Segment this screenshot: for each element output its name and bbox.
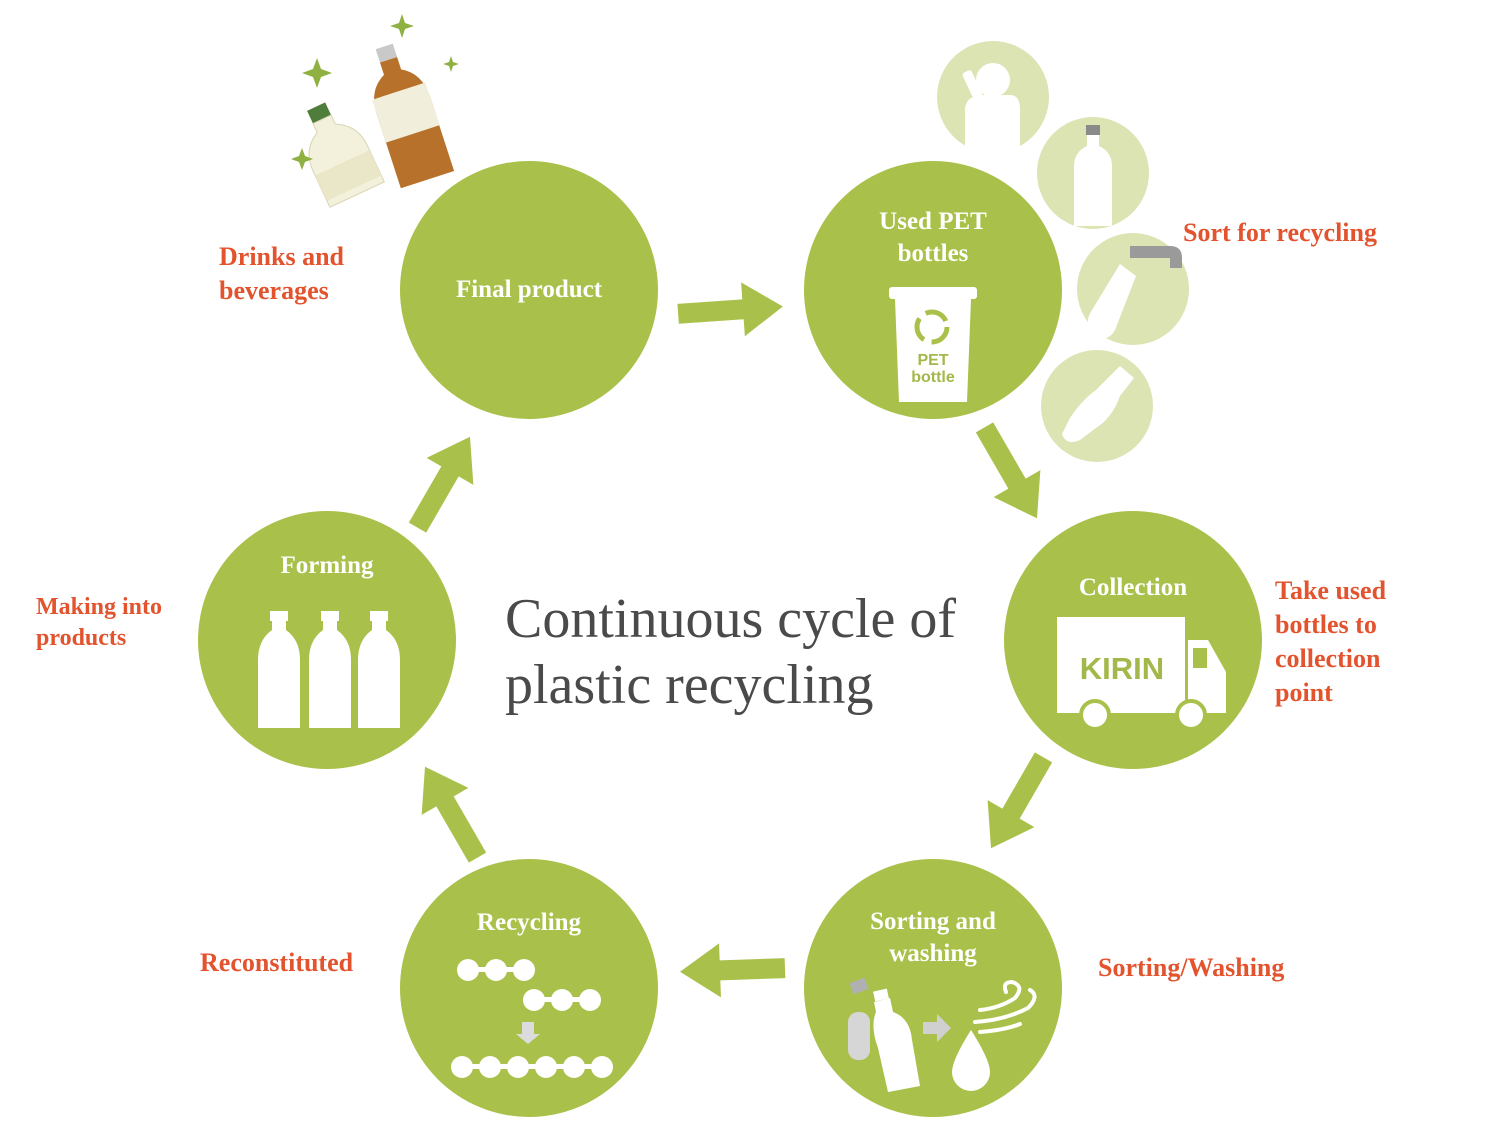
truck-icon: [1057, 617, 1226, 731]
stage-title-collection: Collection: [1078, 574, 1188, 601]
crushed-bottle-icon: [1062, 366, 1134, 442]
side-label-final-product: Drinks and beverages: [219, 242, 344, 305]
stage-title-used-pet: Used PET bottles: [879, 208, 987, 267]
stage-circle-sorting: [804, 859, 1062, 1117]
side-label-recycling: Reconstituted: [200, 948, 354, 977]
molecule-chain-icon: [451, 959, 613, 1078]
side-label-sorting: Sorting/Washing: [1098, 953, 1285, 982]
sparkle-icon: [291, 14, 459, 170]
truck-brand: KIRIN: [1079, 651, 1165, 686]
bottle-icon: [309, 611, 351, 728]
arrow-forming-to-final: [408, 436, 474, 533]
forming-bottles-icon: [258, 611, 400, 728]
cycle-arrows: [408, 282, 1053, 998]
bottle-icon: [358, 611, 400, 728]
stage-title-final-product: Final product: [455, 276, 603, 303]
stage-title-recycling: Recycling: [476, 909, 582, 936]
stage-title-sorting: Sorting and washing: [870, 908, 996, 967]
water-drop-icon: [952, 1030, 990, 1091]
arrow-sorting-to-recycling: [680, 943, 786, 998]
arrow-small-icon: [923, 1014, 951, 1042]
sort-steps-group: [937, 41, 1189, 462]
pet-bin-icon: [889, 287, 977, 402]
side-label-forming: Making into products: [36, 594, 163, 651]
side-label-used-pet: Sort for recycling: [1183, 218, 1377, 247]
sorting-washing-icons: [848, 977, 1037, 1092]
arrow-used-to-collection: [975, 422, 1041, 519]
wind-icon: [973, 979, 1037, 1034]
person-drinking-icon: [962, 63, 1020, 153]
side-label-collection: Take used bottles to collection point: [1275, 576, 1387, 707]
arrow-recycling-to-forming: [421, 766, 487, 863]
bottle-icon: [1074, 125, 1112, 226]
tap-icon: [1130, 246, 1182, 268]
recycle-icon: [914, 309, 950, 345]
stage-circle-recycling: [400, 859, 658, 1117]
bin-label: PET bottle: [911, 352, 955, 386]
beverage-bottles-illustration: [291, 14, 459, 208]
arrow-collection-to-sorting: [987, 752, 1053, 849]
diagram-title: Continuous cycle of plastic recycling: [505, 588, 957, 716]
stage-title-forming: Forming: [280, 552, 374, 579]
bottle-icon: [873, 988, 920, 1092]
bottle-icon: [258, 611, 300, 728]
stage-circle-final-product: [400, 161, 658, 419]
crushed-bottle-icon: [1087, 264, 1136, 338]
arrow-final-to-used: [677, 282, 783, 337]
